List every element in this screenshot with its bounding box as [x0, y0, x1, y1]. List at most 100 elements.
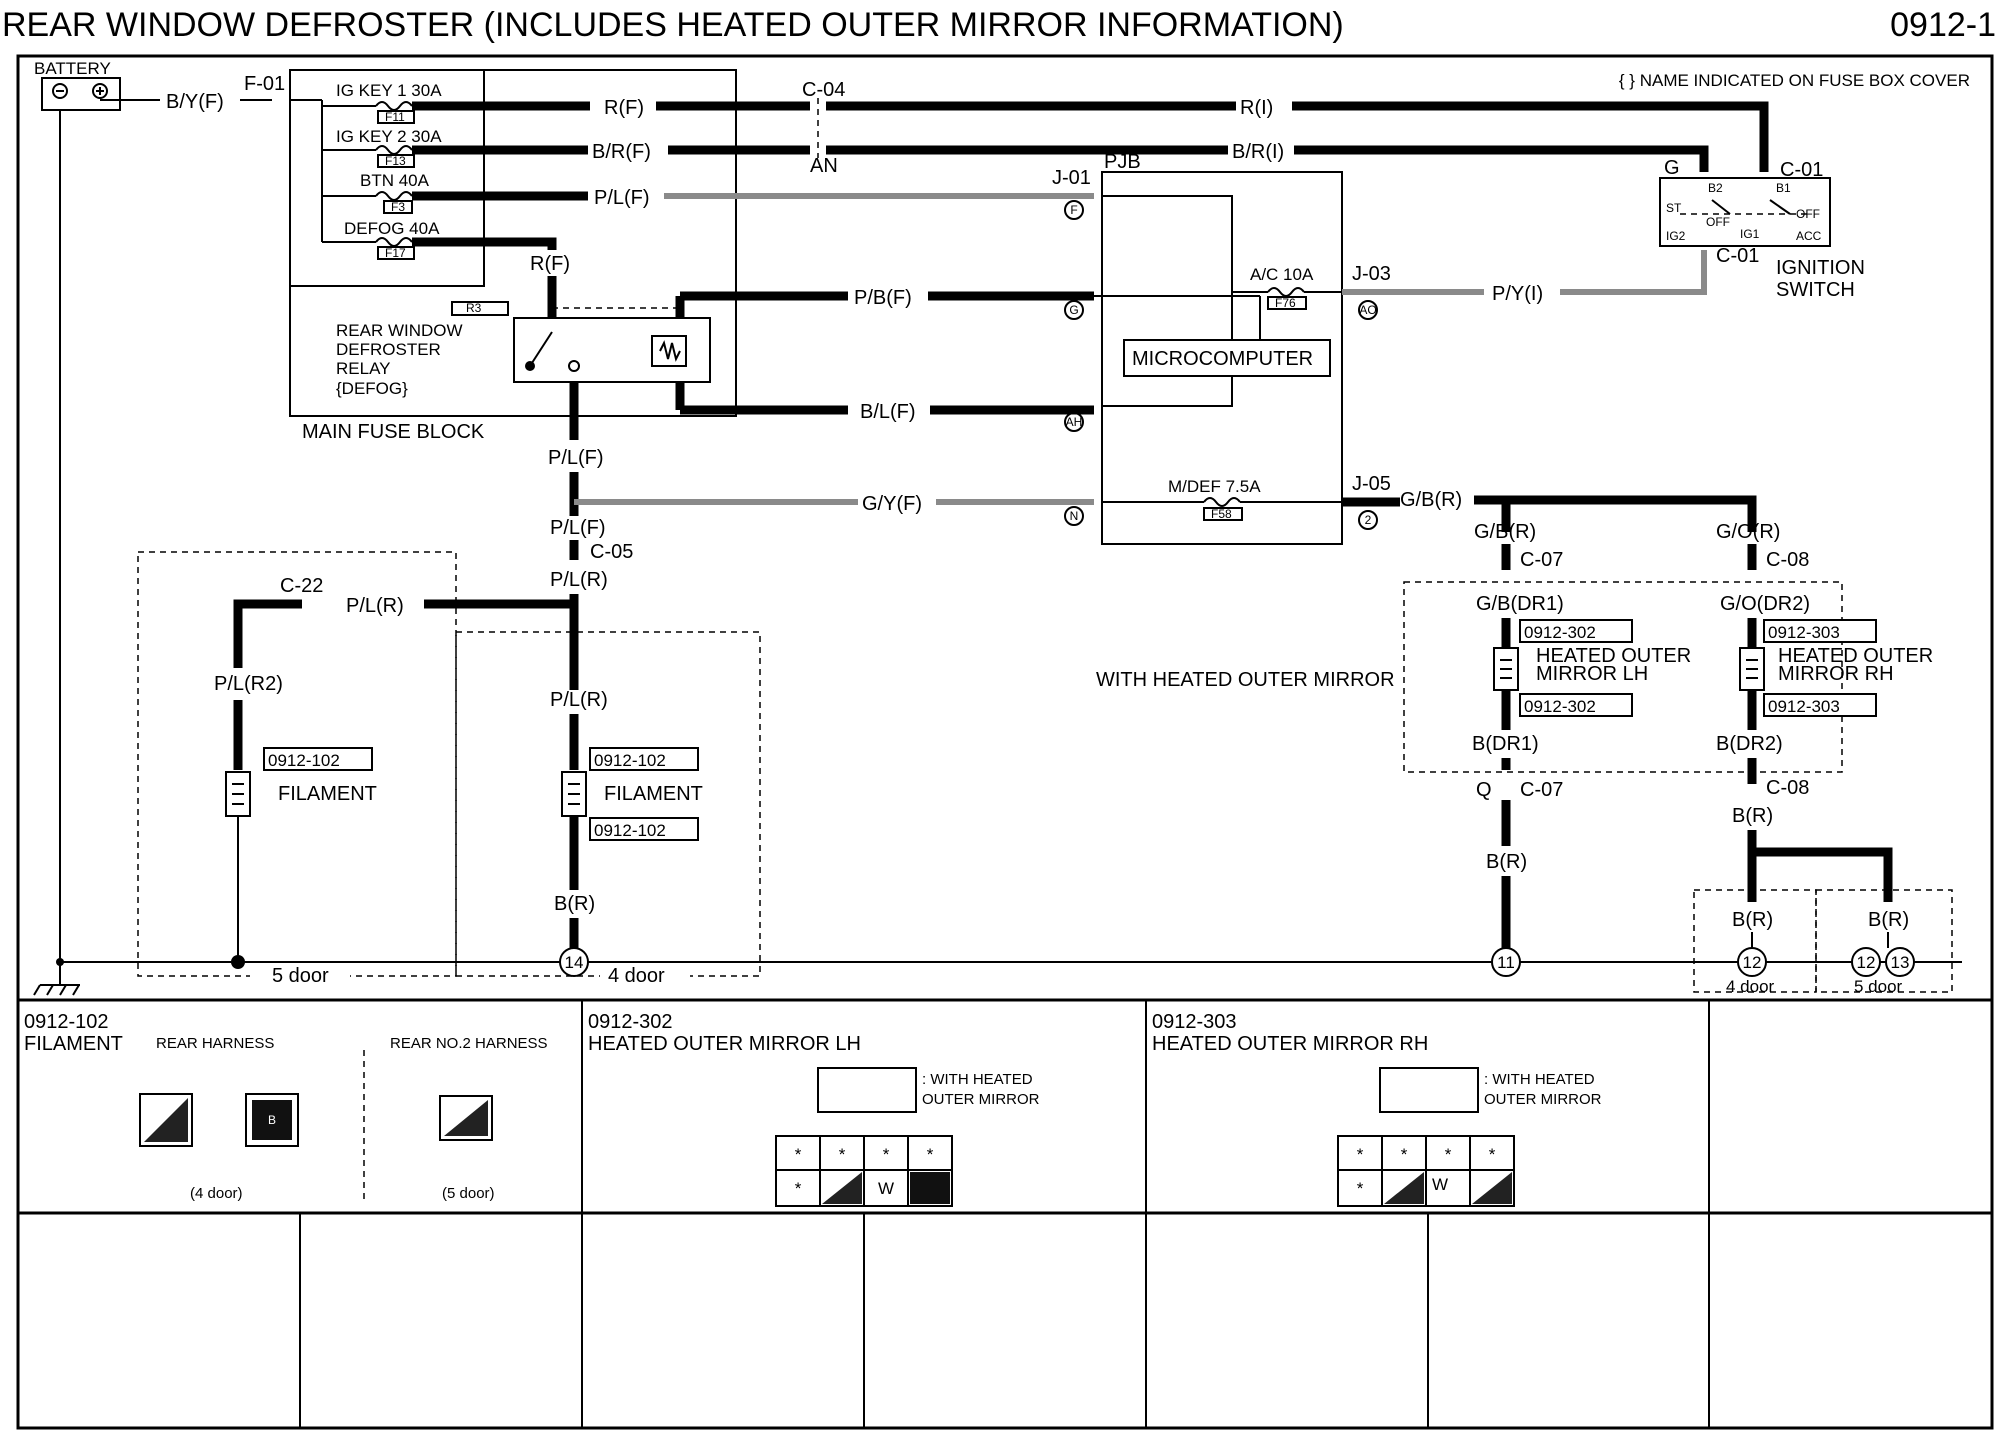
wire-b-r-11-label: B(R) — [1486, 851, 1527, 873]
panel3-note1: : WITH HEATED — [1484, 1071, 1595, 1088]
ground-12b-icon — [1851, 947, 1881, 977]
wire-r-f-relay-label: R(F) — [530, 253, 570, 275]
wire-r-f-top-label: R(F) — [604, 97, 644, 119]
wire-gy-f-label: G/Y(F) — [862, 493, 922, 515]
connector-g: G — [1664, 157, 1680, 179]
ground-12b: 12 — [1857, 953, 1876, 972]
wire-br-i — [1294, 145, 1709, 172]
wire-gb-r-2-label: G/B(R) — [1474, 521, 1536, 543]
filament-right-ref-top: 0912-102 — [594, 751, 666, 770]
ign-ig2: IG2 — [1666, 229, 1686, 243]
microcomputer-box — [1123, 339, 1331, 377]
wire-b-dr1-label: B(DR1) — [1472, 733, 1539, 755]
panel3-note2: OUTER MIRROR — [1484, 1091, 1602, 1108]
panel2-note2: OUTER MIRROR — [922, 1091, 1040, 1108]
connector-c01-top: C-01 — [1780, 159, 1823, 181]
ign-ig1: IG1 — [1740, 227, 1760, 241]
wire-pb-f-label: P/B(F) — [854, 287, 912, 309]
pjb-pin-n-icon — [1064, 506, 1084, 526]
filament-left-ref: 0912-102 — [268, 751, 340, 770]
ign-acc: ACC — [1796, 229, 1822, 243]
wire-pl-r-left — [233, 599, 302, 668]
ign-b2: B2 — [1708, 181, 1723, 195]
filament-left-label: FILAMENT — [278, 783, 377, 805]
panel2-note1: : WITH HEATED — [922, 1071, 1033, 1088]
main-fuse-block-label: MAIN FUSE BLOCK — [302, 421, 485, 443]
wire-b-r-14-label: B(R) — [554, 893, 595, 915]
panel3-name: HEATED OUTER MIRROR RH — [1152, 1033, 1428, 1055]
connector-an: AN — [810, 155, 838, 177]
ground-12a: 12 — [1743, 953, 1762, 972]
fuse-ig-key1-icon — [375, 101, 413, 111]
label-5door-right: 5 door — [1854, 977, 1903, 996]
battery-minus-icon — [52, 83, 68, 99]
connector-q: Q — [1476, 779, 1492, 801]
filament-right-ref-bot: 0912-102 — [594, 821, 666, 840]
ign-off-2: OFF — [1796, 207, 1820, 221]
p2-pin4: * — [927, 1145, 934, 1164]
relay-line1: REAR WINDOW — [336, 321, 463, 340]
fuse-box-note: { } NAME INDICATED ON FUSE BOX COVER — [1619, 71, 1970, 90]
battery-symbol — [41, 77, 121, 111]
label-4door: 4 door — [608, 965, 665, 987]
fuse-ig-key2-code: F13 — [385, 154, 406, 168]
connector-f01: F-01 — [244, 73, 285, 95]
fuse-ac-label: A/C 10A — [1250, 265, 1314, 284]
connector-j03: J-03 — [1352, 263, 1391, 285]
p3-pin3: * — [1445, 1145, 1452, 1164]
fuse-ig-key1-label: IG KEY 1 30A — [336, 81, 442, 100]
label-4door-right: 4 door — [1726, 977, 1775, 996]
wire-pl-r-2-label: P/L(R) — [346, 595, 404, 617]
fuse-mdef-label: M/DEF 7.5A — [1168, 477, 1261, 496]
wire-pl-r2-label: P/L(R2) — [214, 673, 283, 695]
wire-py-i-label: P/Y(I) — [1492, 283, 1543, 305]
mirror-rh-ref-top: 0912-303 — [1768, 623, 1840, 642]
fuse-ac-code: F76 — [1275, 296, 1296, 310]
connector-c05: C-05 — [590, 541, 633, 563]
connector-pjb: PJB — [1104, 151, 1141, 173]
connector-j05: J-05 — [1352, 473, 1391, 495]
wire-py-i — [1560, 250, 1707, 295]
wire-go-dr2-label: G/O(DR2) — [1720, 593, 1810, 615]
panel1-rear2: REAR NO.2 HARNESS — [390, 1035, 548, 1052]
mirror-lh-line1: HEATED OUTER — [1536, 645, 1691, 667]
zone-4door-right — [1693, 889, 1817, 993]
pjb-pin-ao: AO — [1359, 303, 1376, 317]
panel3-legend-swatch — [1379, 1067, 1479, 1113]
pjb-pin-2: 2 — [1365, 513, 1372, 527]
with-heated-mirror-label: WITH HEATED OUTER MIRROR — [1096, 669, 1395, 691]
mirror-lh-ref-top: 0912-302 — [1524, 623, 1596, 642]
relay-line3: RELAY — [336, 359, 391, 378]
relay-line4: {DEFOG} — [336, 379, 408, 398]
connector-c22: C-22 — [280, 575, 323, 597]
fuse-mdef-code: F58 — [1211, 507, 1232, 521]
pjb-pin-g: G — [1069, 303, 1078, 317]
wire-pl-f-2-label: P/L(F) — [550, 517, 606, 539]
fuse-ac-icon — [1267, 287, 1305, 297]
mirror-rh-ref-bot: 0912-303 — [1768, 697, 1840, 716]
panel1-5door: (5 door) — [442, 1185, 495, 1202]
mirror-rh-line1: HEATED OUTER — [1778, 645, 1933, 667]
wire-b-r-12-label: B(R) — [1732, 909, 1773, 931]
wire-gb-r — [1474, 495, 1757, 532]
p3-pin2: * — [1401, 1145, 1408, 1164]
page-title: REAR WINDOW DEFROSTER (INCLUDES HEATED O… — [2, 6, 1344, 44]
fuse-btn-label: BTN 40A — [360, 171, 430, 190]
fuse-ig-key1-code: F11 — [385, 110, 405, 124]
ground-13: 13 — [1891, 953, 1910, 972]
ignition-line1: IGNITION — [1776, 257, 1865, 279]
zone-5door-right — [1815, 889, 1953, 993]
zone-heated-mirror — [1403, 581, 1843, 773]
connector-j01: J-01 — [1052, 167, 1091, 189]
connector-c07-top: C-07 — [1520, 549, 1563, 571]
battery-plus-icon — [92, 83, 108, 99]
fuse-ig-key2-icon — [375, 145, 413, 155]
pjb-pin-n: N — [1070, 509, 1079, 523]
wire-pl-f-1-label: P/L(F) — [548, 447, 604, 469]
pjb-pin-f-icon — [1064, 200, 1084, 220]
fuse-defog-icon — [375, 237, 413, 247]
wire-gb-r-label: G/B(R) — [1400, 489, 1462, 511]
p3-pin7: W — [1432, 1175, 1448, 1194]
wire-b-dr2-label: B(DR2) — [1716, 733, 1783, 755]
pjb-pin-2-icon — [1358, 510, 1378, 530]
